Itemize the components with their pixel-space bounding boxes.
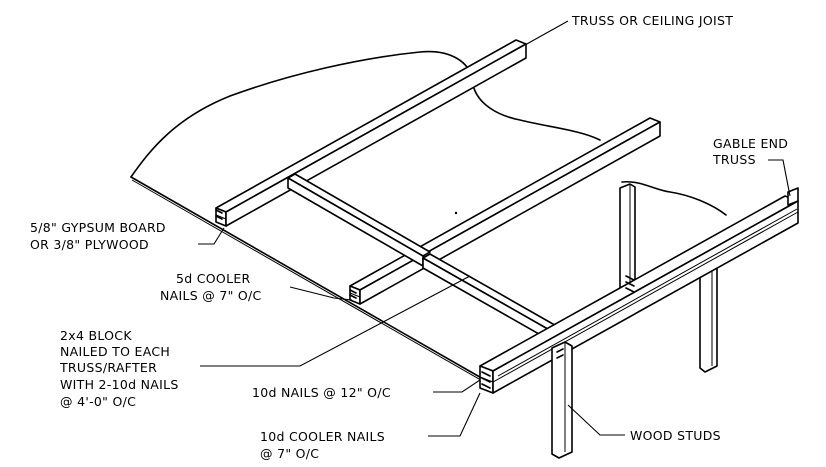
nails-10d-label: 10d NAILS @ 12" O/C bbox=[252, 385, 391, 400]
right-wood-stud bbox=[699, 263, 718, 373]
block-label-2: NAILED TO EACH bbox=[60, 344, 170, 359]
gable-end-truss bbox=[479, 187, 799, 394]
leader-lines bbox=[198, 20, 791, 437]
gable-end-label: GABLE END bbox=[713, 136, 788, 151]
cooler-nails-5d-label: 5d COOLER bbox=[176, 271, 251, 286]
block-label-3: TRUSS/RAFTER bbox=[59, 360, 157, 375]
cooler-nails-5d-label-2: NAILS @ 7" O/C bbox=[160, 288, 262, 303]
block-label-1: 2x4 BLOCK bbox=[60, 328, 132, 343]
cooler-nails-10d-label-2: @ 7" O/C bbox=[260, 446, 319, 461]
gypsum-board-sheet bbox=[130, 50, 727, 384]
nail-marks bbox=[215, 209, 635, 389]
gypsum-board-label-2: OR 3/8" PLYWOOD bbox=[30, 237, 149, 252]
block-label-4: WITH 2-10d NAILS bbox=[60, 377, 179, 392]
block-front bbox=[422, 253, 561, 343]
block-rear bbox=[287, 173, 431, 267]
middle-joist bbox=[349, 117, 661, 305]
block-label-5: @ 4'-0" O/C bbox=[60, 394, 136, 409]
wood-studs-label: WOOD STUDS bbox=[630, 428, 721, 443]
gable-end-label-2: TRUSS bbox=[712, 152, 756, 167]
cooler-nails-10d-label: 10d COOLER NAILS bbox=[260, 429, 385, 444]
rear-joist bbox=[215, 39, 527, 227]
gypsum-board-label: 5/8" GYPSUM BOARD bbox=[30, 220, 166, 235]
front-wood-stud bbox=[551, 341, 573, 459]
truss-joist-label: TRUSS OR CEILING JOIST bbox=[571, 13, 733, 28]
